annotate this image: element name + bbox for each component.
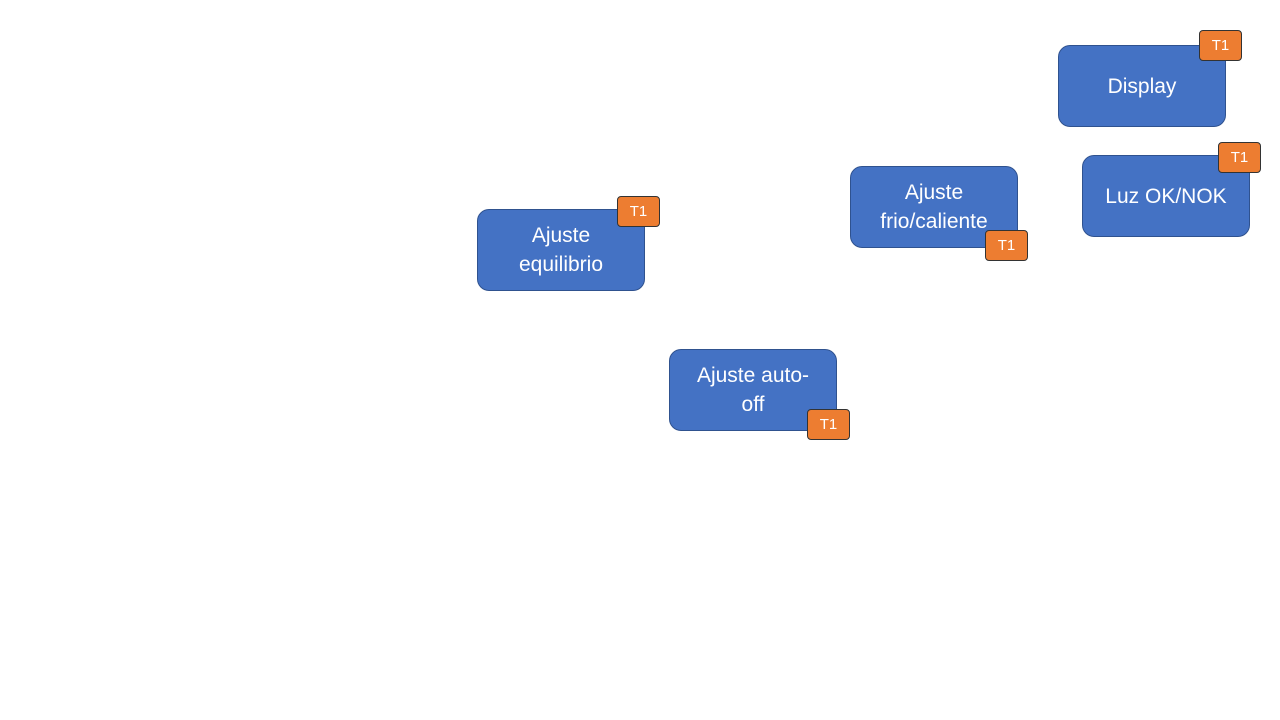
node-ajuste-frio-caliente-label: Ajuste frio/caliente	[880, 181, 988, 233]
node-display[interactable]: Display	[1058, 45, 1226, 127]
node-luz-ok-nok-label: Luz OK/NOK	[1105, 184, 1227, 208]
tag-ajuste-auto-off: T1	[807, 409, 850, 440]
node-ajuste-auto-off-label: Ajuste auto-off	[696, 364, 810, 416]
tag-ajuste-frio-caliente: T1	[985, 230, 1028, 261]
tag-ajuste-equilibrio: T1	[617, 196, 660, 227]
node-luz-ok-nok[interactable]: Luz OK/NOK	[1082, 155, 1250, 237]
tag-luz-ok-nok: T1	[1218, 142, 1261, 173]
tag-display: T1	[1199, 30, 1242, 61]
node-display-label: Display	[1107, 74, 1177, 98]
node-ajuste-equilibrio-label: Ajuste equilibrio	[518, 224, 604, 276]
